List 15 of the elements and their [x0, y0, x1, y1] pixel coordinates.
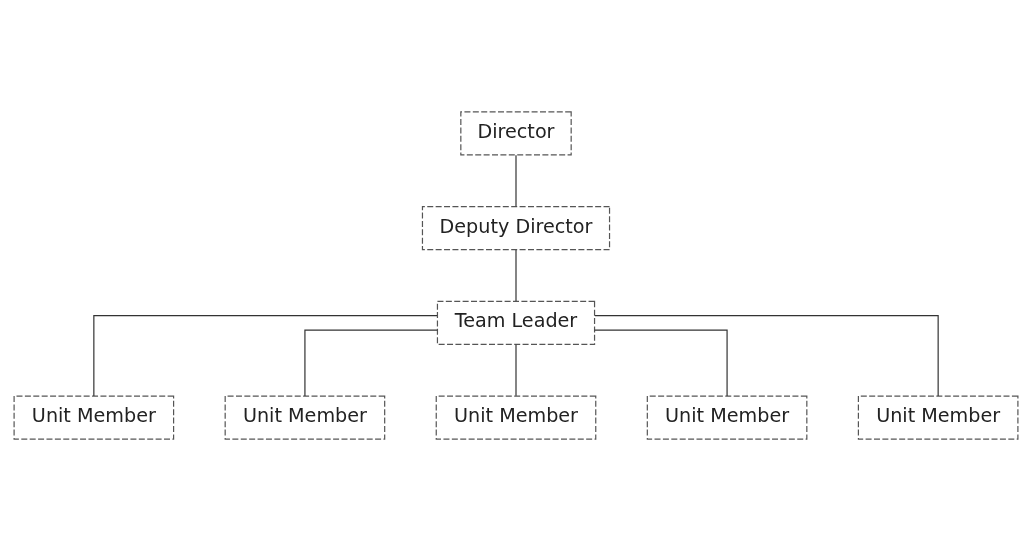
connector — [303, 329, 438, 397]
node-box: Unit Member — [13, 395, 174, 440]
connector — [593, 329, 728, 397]
connector — [514, 344, 517, 397]
connector — [514, 154, 517, 207]
node-box: Team Leader — [436, 300, 595, 346]
node-box: Unit Member — [857, 395, 1018, 440]
node-box: Director — [459, 111, 572, 156]
node-box: Unit Member — [646, 395, 807, 440]
node-box: Deputy Director — [421, 205, 610, 251]
connector — [92, 315, 438, 397]
connector — [593, 315, 939, 397]
connector — [514, 249, 517, 302]
node-box: Unit Member — [435, 395, 596, 440]
node-box: Unit Member — [224, 395, 385, 440]
